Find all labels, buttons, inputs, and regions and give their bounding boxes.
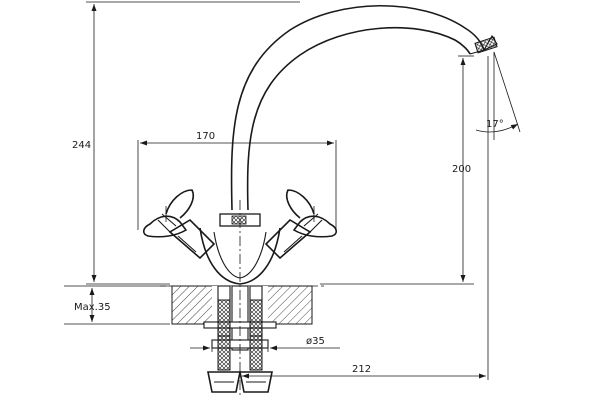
dim-label-244: 244 — [72, 140, 91, 151]
dim-label-dia35: ø35 — [306, 336, 325, 347]
supply-hoses — [207, 299, 273, 393]
dim-label-170: 170 — [196, 131, 215, 142]
left-handle — [142, 189, 195, 238]
dimension-height-total: 244 — [72, 1, 300, 285]
spout — [230, 4, 498, 211]
dim-label-max35: Max.35 — [74, 302, 111, 313]
dim-label-200: 200 — [452, 164, 471, 175]
dimension-spout-reach: 212 — [242, 56, 489, 380]
right-handle — [285, 189, 338, 238]
dimension-spout-angle: 17° — [475, 51, 521, 140]
dimension-hole-diameter: ø35 — [190, 336, 340, 352]
dimension-spout-height: 200 — [320, 55, 474, 285]
dim-label-212: 212 — [352, 364, 371, 375]
faucet-body — [168, 213, 312, 285]
dim-label-17deg: 17° — [486, 119, 504, 130]
dimension-handle-span: 170 — [137, 131, 337, 230]
dimension-max-counter: Max.35 — [64, 285, 170, 325]
